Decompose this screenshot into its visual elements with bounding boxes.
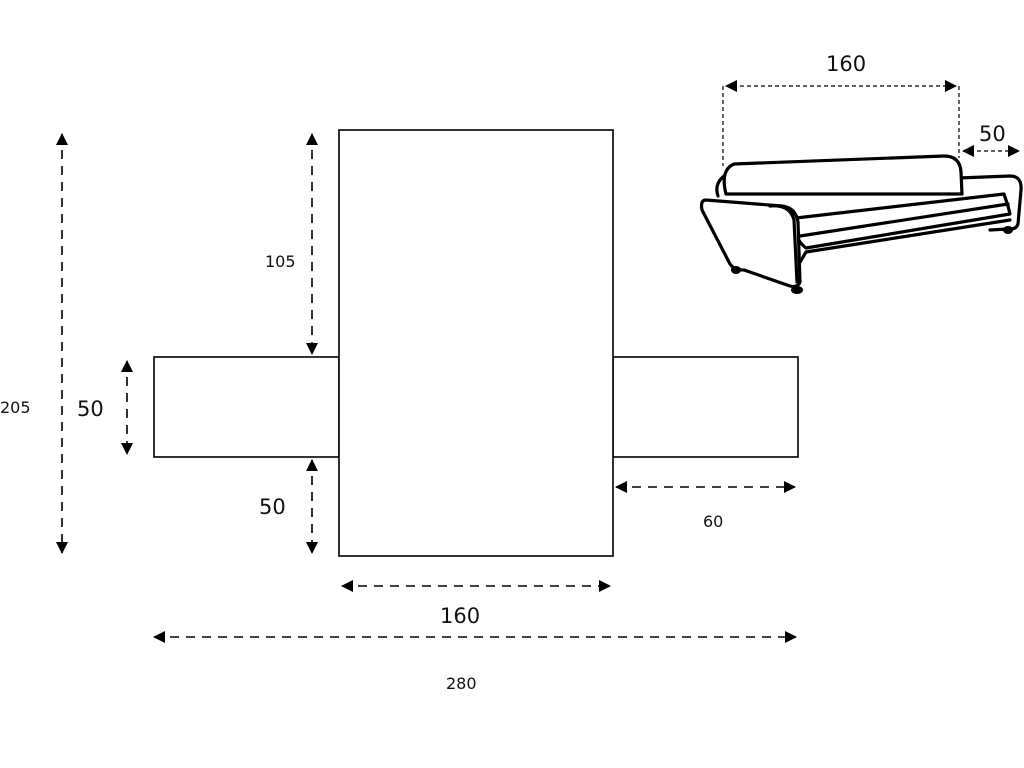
arm-height-label: 50 bbox=[77, 397, 104, 421]
cover-pattern bbox=[153, 129, 799, 557]
sofa-foot-right bbox=[1003, 226, 1013, 234]
back-height-label: 105 bbox=[265, 252, 296, 271]
total-width-label: 280 bbox=[446, 674, 477, 693]
arm-width-label: 60 bbox=[703, 512, 723, 531]
pattern-labels: 205 105 50 50 60 160 280 bbox=[0, 252, 723, 693]
sofa-foot-left bbox=[731, 266, 741, 274]
sofa-illustration: 160 50 bbox=[699, 52, 1023, 294]
sofa-foot-front bbox=[791, 286, 803, 294]
sofa-left-back-arm bbox=[715, 174, 726, 198]
right-arm-panel bbox=[612, 356, 799, 458]
sofa-left-arm bbox=[699, 198, 802, 289]
sofa-width-label: 160 bbox=[826, 52, 866, 76]
sofa-backrest bbox=[722, 154, 964, 196]
sofa-left-arm-roll bbox=[768, 204, 799, 284]
total-height-label: 205 bbox=[0, 398, 31, 417]
seat-width-label: 160 bbox=[440, 604, 480, 628]
sofa-cushion-edge bbox=[798, 202, 1010, 238]
sofa-arm-label: 50 bbox=[979, 122, 1006, 146]
seat-depth-label: 50 bbox=[259, 495, 286, 519]
left-arm-panel bbox=[153, 356, 340, 458]
center-panel bbox=[338, 129, 614, 557]
pattern-dimensions bbox=[56, 133, 797, 643]
